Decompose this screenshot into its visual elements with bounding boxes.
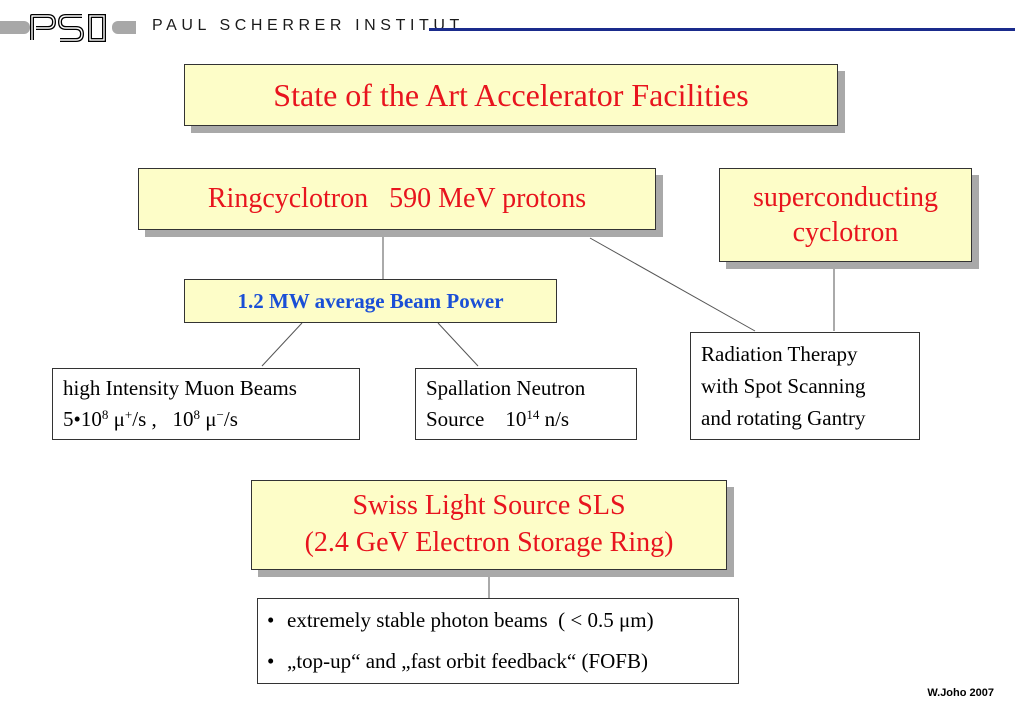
page-title: State of the Art Accelerator Facilities <box>273 76 749 113</box>
ringcyclotron-label: Ringcyclotron 590 MeV protons <box>207 183 587 214</box>
list-item: • „top-up“ and „fast orbit feedback“ (FOF… <box>267 641 648 682</box>
muon-text-4: μ <box>200 407 217 431</box>
muon-text-3: /s , 10 <box>132 407 194 431</box>
logo-bar-right <box>112 21 136 34</box>
superconducting-cyclotron-box: superconducting cyclotron <box>719 168 972 262</box>
radiation-therapy-box: Radiation Therapy with Spot Scanning and… <box>690 332 920 440</box>
bullet-icon: • <box>267 649 275 673</box>
logo-bar-left <box>0 21 30 34</box>
sls-feature-1: extremely stable photon beams ( < 0.5 μm… <box>287 608 654 633</box>
superconducting-line-1: superconducting <box>752 182 939 213</box>
muon-exp-2: + <box>124 406 133 422</box>
therapy-line-1: Radiation Therapy <box>701 341 858 366</box>
sls-box: Swiss Light Source SLS (2.4 GeV Electron… <box>251 480 727 570</box>
sls-line-1: Swiss Light Source SLS <box>352 490 626 522</box>
muon-line-1: high Intensity Muon Beams <box>63 375 297 400</box>
spallation-source-box: Spallation Neutron Source 1014 n/s <box>415 368 637 440</box>
spallation-exp-1: 14 <box>526 406 540 422</box>
spallation-line-1: Spallation Neutron <box>426 375 586 400</box>
footer-credit: W.Joho 2007 <box>927 687 994 699</box>
beam-power-box: 1.2 MW average Beam Power <box>184 279 557 323</box>
therapy-line-2: with Spot Scanning <box>701 373 866 398</box>
list-item: • extremely stable photon beams ( < 0.5 μ… <box>267 600 654 641</box>
beam-power-label: 1.2 MW average Beam Power <box>237 288 504 313</box>
muon-exp-1: 8 <box>101 406 109 422</box>
bullet-icon: • <box>267 608 275 633</box>
sls-feature-2: „top-up“ and „fast orbit feedback“ (FOFB… <box>287 649 648 673</box>
institute-name: PAUL SCHERRER INSTITUT <box>152 17 464 34</box>
muon-exp-4: − <box>216 406 224 422</box>
header-rule <box>429 28 1015 31</box>
muon-text-1: 5•10 <box>63 407 102 431</box>
connector-ring-therapy <box>589 237 756 332</box>
therapy-line-3: and rotating Gantry <box>701 406 866 431</box>
sls-line-2: (2.4 GeV Electron Storage Ring) <box>304 527 674 558</box>
connector-power-spallation <box>437 322 479 367</box>
muon-beams-box: high Intensity Muon Beams 5•108 μ+/s , 1… <box>52 368 360 440</box>
spallation-line-2: Source 1014 n/s <box>426 404 569 435</box>
muon-text-2: μ <box>108 407 125 431</box>
spallation-text-2: n/s <box>539 407 570 431</box>
muon-text-5: /s <box>223 407 238 431</box>
spallation-text-1: Source 10 <box>426 407 527 431</box>
title-box: State of the Art Accelerator Facilities <box>184 64 838 126</box>
sls-features-box: • extremely stable photon beams ( < 0.5 μ… <box>257 598 739 684</box>
muon-exp-3: 8 <box>193 406 201 422</box>
muon-line-2: 5•108 μ+/s , 108 μ−/s <box>63 404 238 435</box>
psi-logo-icon <box>30 14 106 42</box>
superconducting-line-2: cyclotron <box>792 217 899 248</box>
connector-power-muon <box>261 322 303 367</box>
ringcyclotron-box: Ringcyclotron 590 MeV protons <box>138 168 656 230</box>
